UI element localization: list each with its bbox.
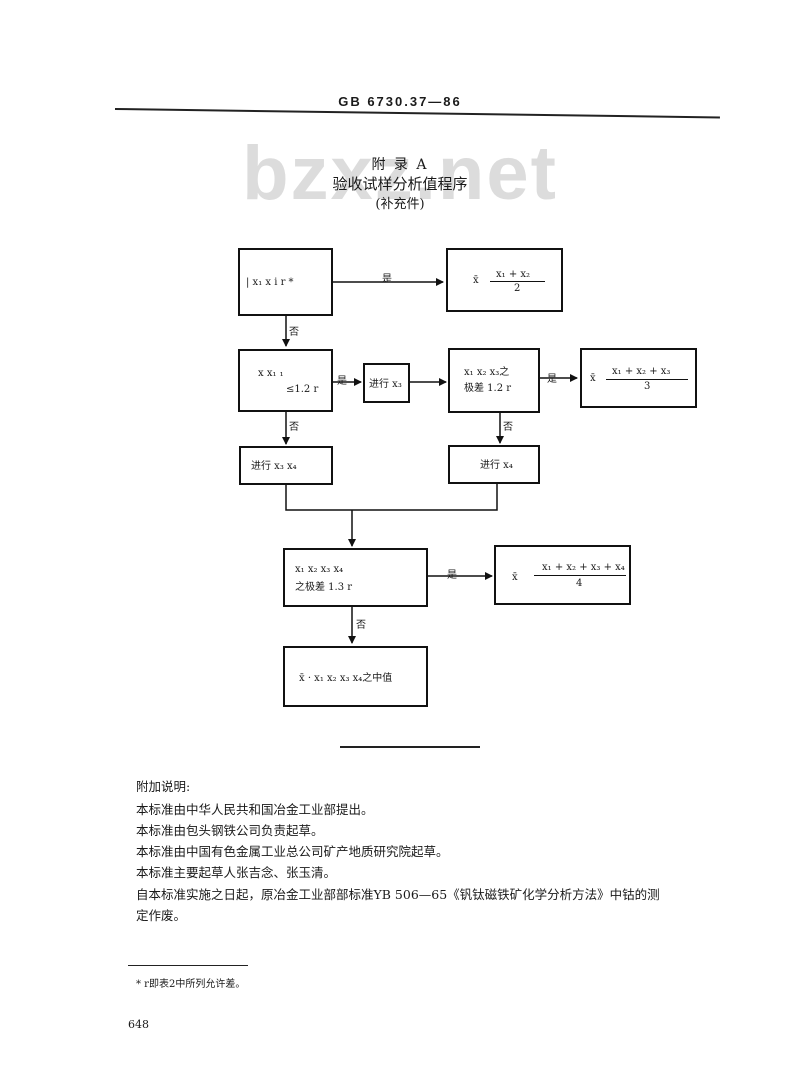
standard-code: GB 6730.37—86 — [338, 94, 462, 109]
label-yes-b5: 是 — [547, 374, 557, 385]
footnote-rule — [128, 965, 248, 966]
box-range-check-2: | x₁ x i r * — [238, 248, 333, 316]
box-mean-2: x̄ x₁ + x₂ 2 — [446, 248, 563, 312]
label-no-b5: 否 — [503, 422, 513, 433]
box-do-x3: 进行 x₃ — [363, 363, 410, 403]
box-mean-3-den: 3 — [644, 381, 651, 392]
box-mean-4-fraction-bar — [534, 575, 626, 576]
box-range3-check-line1: x₁ x₂ x₃之 — [464, 367, 510, 378]
box-range3-check-line2: 极差 1.2 r — [464, 383, 512, 394]
box-median: x̄ · x₁ x₂ x₃ x₄之中值 — [283, 646, 428, 707]
box-mean-2-fraction-bar — [490, 281, 545, 282]
box-mean-2-xbar: x̄ — [473, 275, 479, 286]
box-mean-3: x̄ x₁ + x₂ + x₃ 3 — [580, 348, 697, 408]
watermark: bzxz.net — [242, 131, 558, 216]
box-mean-3-xbar: x̄ — [590, 373, 596, 384]
box-mean-4-num: x₁ + x₂ + x₃ + x₄ — [542, 562, 625, 573]
footnote: * r即表2中所列允许差。 — [136, 979, 246, 990]
label-yes-b3: 是 — [337, 376, 347, 387]
box-mean-4-den: 4 — [576, 578, 583, 589]
box-range4-check-line1: x₁ x₂ x₃ x₄ — [295, 564, 344, 575]
box-do-x4-text: 进行 x₄ — [480, 460, 513, 471]
appendix-label: 附 录 A — [371, 157, 429, 173]
box-range-check-1_2r-line2: ≤1.2 r — [286, 384, 319, 395]
box-range4-check-line2: 之极差 1.3 r — [295, 582, 353, 593]
box-range4-check: x₁ x₂ x₃ x₄ 之极差 1.3 r — [283, 548, 428, 607]
box-median-text: x̄ · x₁ x₂ x₃ x₄之中值 — [299, 673, 393, 684]
notes-line: 本标准由中华人民共和国冶金工业部提出。 — [136, 802, 374, 817]
label-no-b1: 否 — [289, 327, 299, 338]
label-yes-b1: 是 — [382, 274, 392, 285]
box-mean-3-num: x₁ + x₂ + x₃ — [612, 366, 671, 377]
notes-line: 本标准由中国有色金属工业总公司矿产地质研究院起草。 — [136, 844, 449, 859]
box-range-check-1_2r: x x₁ ₁ ≤1.2 r — [238, 349, 333, 412]
box-mean-2-num: x₁ + x₂ — [496, 269, 531, 280]
box-do-x3-x4: 进行 x₃ x₄ — [239, 446, 333, 485]
label-no-b9: 否 — [356, 620, 366, 631]
notes-line: 自本标准实施之日起，原冶金工业部部标准YB 506—65《钒钛磁铁矿化学分析方法… — [136, 887, 660, 902]
box-mean-2-den: 2 — [514, 283, 521, 294]
end-rule — [340, 746, 480, 748]
notes-line: 本标准由包头钢铁公司负责起草。 — [136, 823, 324, 838]
appendix-title: 验收试样分析值程序 — [332, 175, 468, 193]
box-do-x3-x4-text: 进行 x₃ x₄ — [251, 461, 297, 472]
merge-line — [285, 484, 498, 511]
box-range3-check: x₁ x₂ x₃之 极差 1.2 r — [448, 348, 540, 413]
label-no-b3: 否 — [289, 422, 299, 433]
appendix-subtitle: (补充件) — [375, 197, 425, 212]
notes-line: 定作废。 — [136, 908, 187, 923]
box-do-x4: 进行 x₄ — [448, 445, 540, 484]
label-yes-b9: 是 — [447, 570, 457, 581]
box-do-x3-text: 进行 x₃ — [369, 379, 402, 390]
notes-line: 本标准主要起草人张吉念、张玉清。 — [136, 865, 337, 880]
page-number: 648 — [128, 1018, 149, 1031]
box-mean-3-fraction-bar — [606, 379, 688, 380]
box-range-check-2-text: | x₁ x i r * — [246, 277, 294, 288]
box-range-check-1_2r-line1: x x₁ ₁ — [258, 368, 284, 379]
box-mean-4-xbar: x̄ — [512, 572, 518, 583]
notes-heading: 附加说明: — [136, 779, 191, 794]
box-mean-4: x̄ x₁ + x₂ + x₃ + x₄ 4 — [494, 545, 631, 605]
